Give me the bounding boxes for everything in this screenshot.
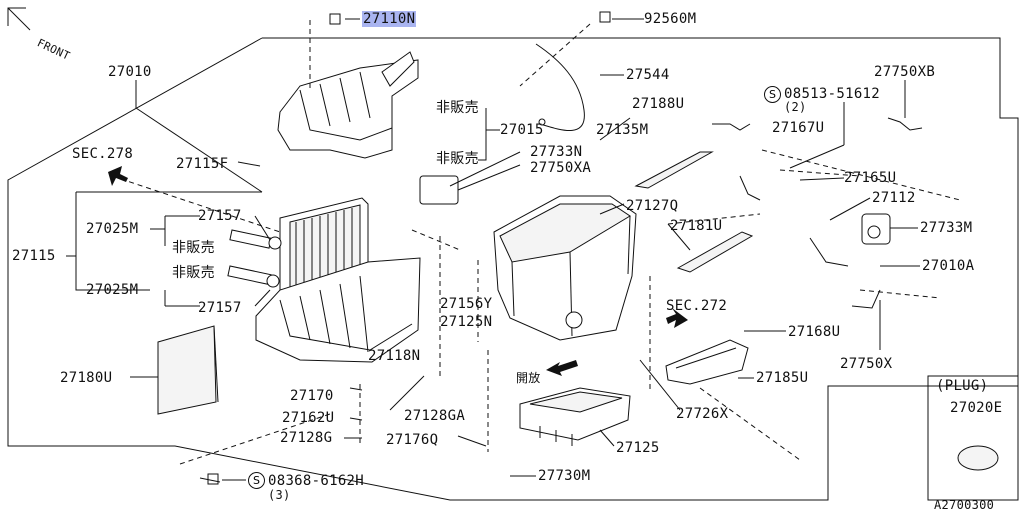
- intake-unit-icon: [493, 195, 637, 341]
- open-label: 開放: [516, 371, 541, 385]
- part-label-08368-6162H[interactable]: 08368-6162H: [268, 473, 365, 489]
- part-label-27025M[interactable]: 27025M: [86, 221, 139, 237]
- seal-bar-icon: [634, 151, 714, 189]
- part-label-27125N[interactable]: 27125N: [440, 314, 493, 330]
- part-label-27010A[interactable]: 27010A: [922, 258, 975, 274]
- part-label-27181U[interactable]: 27181U: [670, 218, 723, 234]
- cable-icon: [535, 43, 585, 132]
- qty-label: (2): [784, 100, 807, 114]
- part-label-27162U[interactable]: 27162U: [282, 410, 335, 426]
- diagram-code: A2700300: [934, 498, 995, 512]
- part-label-27128GA[interactable]: 27128GA: [404, 408, 466, 424]
- part-label-27750X[interactable]: 27750X: [840, 356, 893, 372]
- plug-box: [927, 375, 1019, 501]
- duct-icon: [519, 387, 631, 446]
- not-for-sale-label: 非販売: [436, 151, 479, 167]
- screw-symbol: S: [764, 86, 781, 103]
- assembly-outline: [7, 37, 1019, 501]
- part-label-27157[interactable]: 27157: [198, 208, 242, 224]
- part-label-27176Q[interactable]: 27176Q: [386, 432, 439, 448]
- part-label-27156Y[interactable]: 27156Y: [440, 296, 493, 312]
- screw-icon: [199, 11, 611, 485]
- bracket-icon: [712, 117, 923, 309]
- actuator-icon: [419, 175, 459, 205]
- door-icon: [665, 339, 749, 385]
- part-label-27115F[interactable]: 27115F: [176, 156, 229, 172]
- part-label-27118N[interactable]: 27118N: [368, 348, 421, 364]
- section-ref-278[interactable]: SEC.278: [72, 146, 134, 162]
- arrow-icon: [666, 308, 688, 328]
- part-label-27010[interactable]: 27010: [108, 64, 152, 80]
- part-label-27750XB[interactable]: 27750XB: [874, 64, 936, 80]
- heater-cover-icon: [277, 51, 419, 159]
- part-label-27167U[interactable]: 27167U: [772, 120, 825, 136]
- section-ref-272[interactable]: SEC.272: [666, 298, 728, 314]
- not-for-sale-label: 非販売: [436, 100, 479, 116]
- part-label-27180U[interactable]: 27180U: [60, 370, 113, 386]
- heater-pipe-icon: [227, 229, 282, 288]
- part-label-27025M[interactable]: 27025M: [86, 282, 139, 298]
- part-label-27726X[interactable]: 27726X: [676, 406, 729, 422]
- front-arrow-icon: [7, 7, 31, 31]
- part-label-27750XA[interactable]: 27750XA: [530, 160, 592, 176]
- not-for-sale-label: 非販売: [172, 265, 215, 281]
- part-label-27110N[interactable]: 27110N: [362, 11, 417, 27]
- callout-lines: [66, 18, 920, 481]
- arrow-icon: [546, 360, 578, 376]
- part-label-92560M[interactable]: 92560M: [644, 11, 697, 27]
- part-label-27733M[interactable]: 27733M: [920, 220, 973, 236]
- part-label-27015[interactable]: 27015: [500, 122, 544, 138]
- motor-icon: [861, 213, 891, 245]
- part-label-27544[interactable]: 27544: [626, 67, 670, 83]
- part-label-27115[interactable]: 27115: [12, 248, 56, 264]
- screw-symbol: S: [248, 472, 265, 489]
- part-label-27020E[interactable]: 27020E: [950, 400, 1003, 416]
- part-label-27168U[interactable]: 27168U: [788, 324, 841, 340]
- filter-panel-icon: [676, 231, 754, 273]
- part-label-27127Q[interactable]: 27127Q: [626, 198, 679, 214]
- part-label-27733N[interactable]: 27733N: [530, 144, 583, 160]
- part-label-27135M[interactable]: 27135M: [596, 122, 649, 138]
- leader-lines: [111, 20, 961, 465]
- air-filter-icon: [157, 325, 219, 415]
- part-label-27188U[interactable]: 27188U: [632, 96, 685, 112]
- plug-title: (PLUG): [936, 378, 989, 394]
- plug-icon: [957, 445, 999, 471]
- part-label-27185U[interactable]: 27185U: [756, 370, 809, 386]
- part-label-27112[interactable]: 27112: [872, 190, 916, 206]
- cable-end-icon: [538, 118, 546, 126]
- part-label-27157[interactable]: 27157: [198, 300, 242, 316]
- part-label-27128G[interactable]: 27128G: [280, 430, 333, 446]
- part-label-27170[interactable]: 27170: [290, 388, 334, 404]
- part-label-08513-51612[interactable]: 08513-51612: [784, 86, 881, 102]
- part-label-27165U[interactable]: 27165U: [844, 170, 897, 186]
- not-for-sale-label: 非販売: [172, 240, 215, 256]
- qty-label: (3): [268, 488, 291, 502]
- part-label-27730M[interactable]: 27730M: [538, 468, 591, 484]
- part-label-27125[interactable]: 27125: [616, 440, 660, 456]
- heater-case-icon: [255, 257, 421, 363]
- arrow-icon: [108, 166, 128, 186]
